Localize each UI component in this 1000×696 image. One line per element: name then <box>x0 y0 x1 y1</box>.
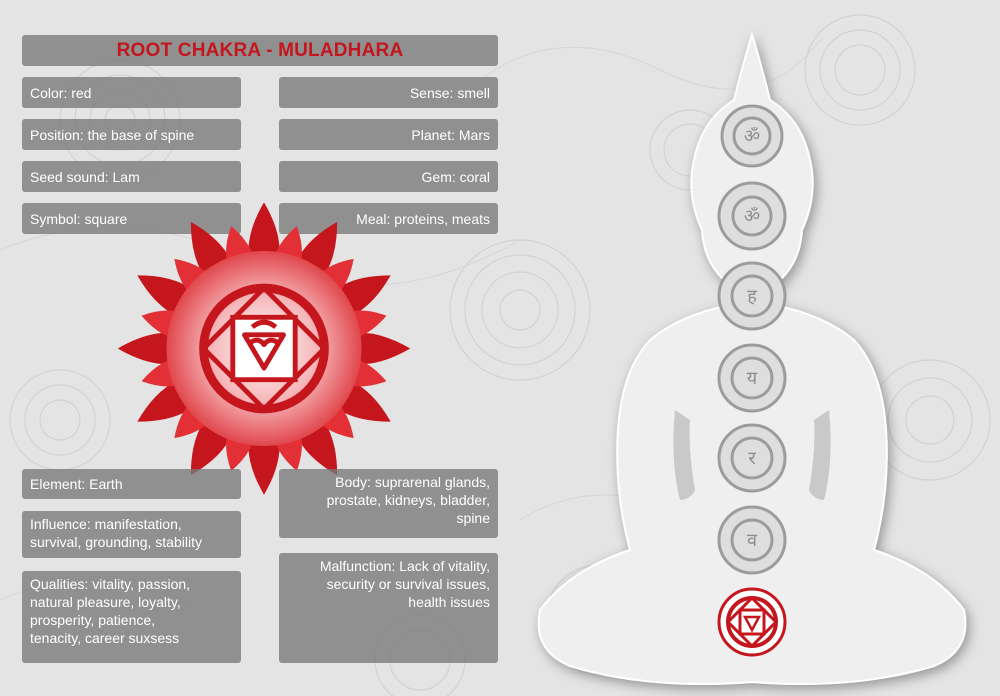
root-chakra-icon <box>717 587 787 657</box>
heart-chakra-icon: य <box>717 343 787 413</box>
info-malfunction: Malfunction: Lack of vitality, security … <box>279 553 498 663</box>
svg-text:ॐ: ॐ <box>744 206 760 227</box>
meditating-figure-icon: ॐ ॐ ह य र व <box>537 31 967 685</box>
solar-plexus-chakra-icon: र <box>717 423 787 493</box>
svg-text:य: य <box>747 368 758 389</box>
root-chakra-lotus-icon <box>117 202 411 495</box>
info-element: Element: Earth <box>22 469 241 499</box>
info-meal: Meal: proteins, meats <box>279 203 498 234</box>
info-sense: Sense: smell <box>279 77 498 108</box>
info-planet: Planet: Mars <box>279 119 498 150</box>
info-color: Color: red <box>22 77 241 108</box>
svg-text:व: व <box>747 530 758 551</box>
info-seed-sound: Seed sound: Lam <box>22 161 241 192</box>
crown-chakra-icon: ॐ <box>720 104 784 168</box>
info-gem: Gem: coral <box>279 161 498 192</box>
third-eye-chakra-icon: ॐ <box>717 181 787 251</box>
info-influence: Influence: manifestation, survival, grou… <box>22 511 241 558</box>
page-title: ROOT CHAKRA - MULADHARA <box>22 35 498 66</box>
svg-text:ॐ: ॐ <box>744 126 760 147</box>
svg-text:ह: ह <box>747 286 757 307</box>
sacral-chakra-icon: व <box>717 505 787 575</box>
info-symbol: Symbol: square <box>22 203 241 234</box>
info-body: Body: suprarenal glands, prostate, kidne… <box>279 469 498 538</box>
info-qualities: Qualities: vitality, passion, natural pl… <box>22 571 241 663</box>
throat-chakra-icon: ह <box>717 261 787 331</box>
svg-text:र: र <box>748 448 756 469</box>
info-position: Position: the base of spine <box>22 119 241 150</box>
